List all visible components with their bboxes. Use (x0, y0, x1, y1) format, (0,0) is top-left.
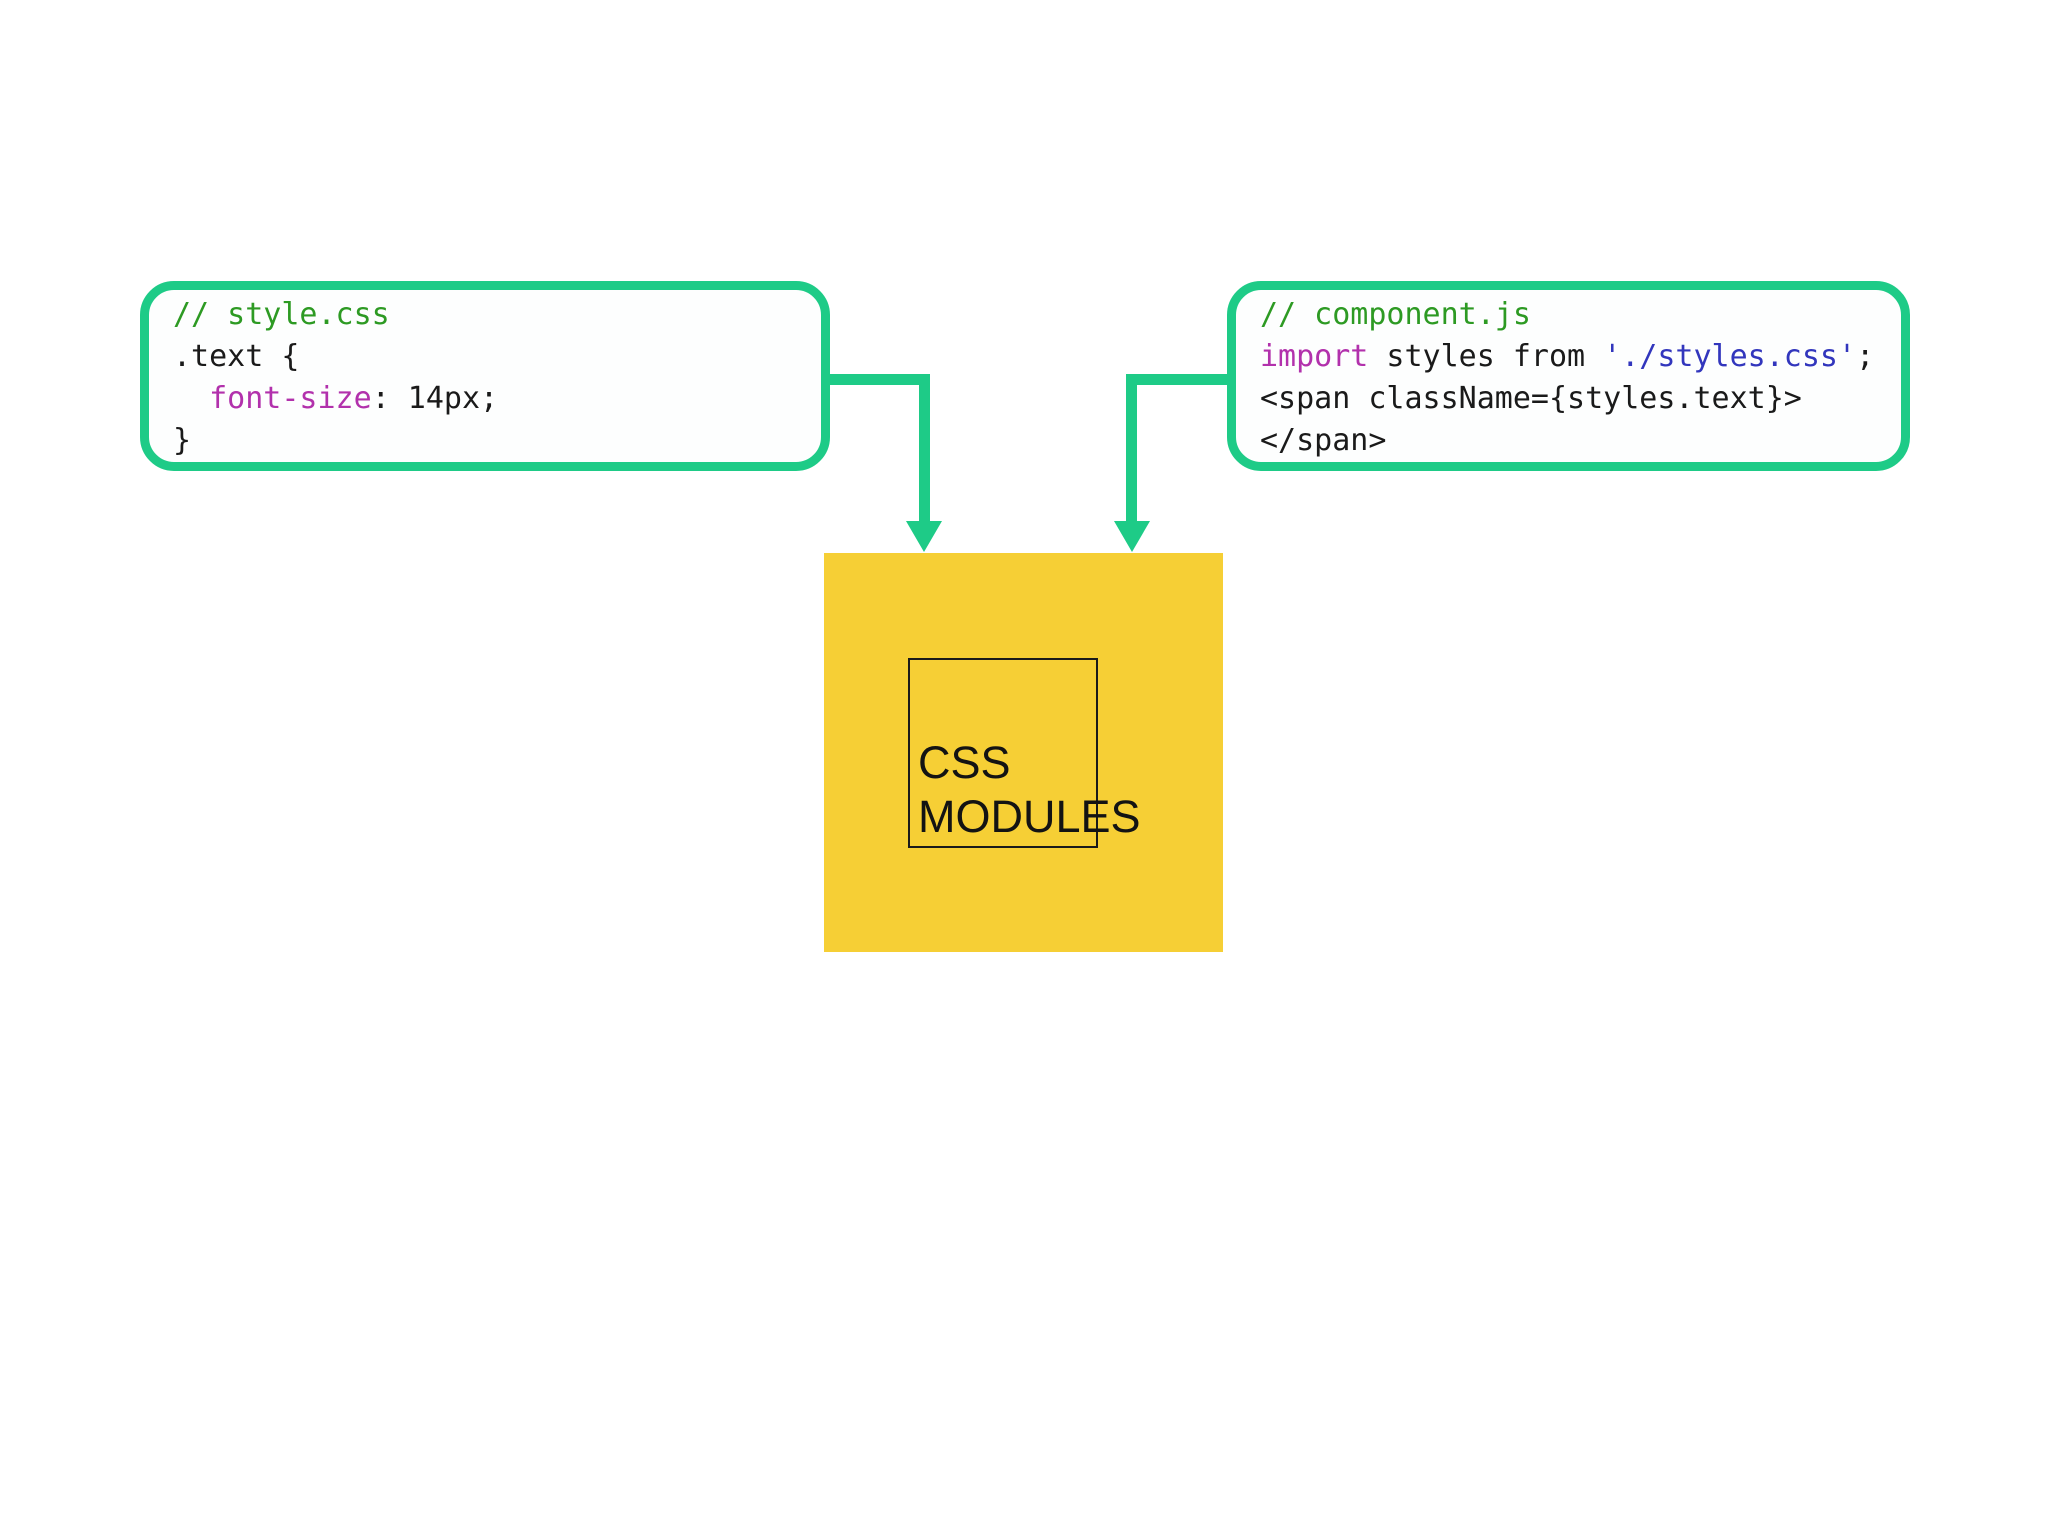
right-arrow-down-icon (1114, 521, 1150, 552)
logo-text-line2: MODULES (918, 791, 1141, 842)
right-connector-vertical-line (1126, 374, 1137, 524)
right-connector-horizontal-line (1126, 374, 1232, 385)
css-modules-logo: CSS MODULES (824, 553, 1223, 952)
logo-inner-frame: CSS MODULES (908, 658, 1141, 848)
logo-text: CSS MODULES (918, 736, 1141, 844)
logo-text-line1: CSS (918, 737, 1011, 788)
style-css-code-box: // style.css.text { font-size: 14px;} (140, 281, 830, 471)
left-arrow-down-icon (906, 521, 942, 552)
left-connector-horizontal-line (826, 374, 930, 385)
left-connector-vertical-line (919, 374, 930, 524)
style-css-code: // style.css.text { font-size: 14px;} (173, 297, 499, 458)
